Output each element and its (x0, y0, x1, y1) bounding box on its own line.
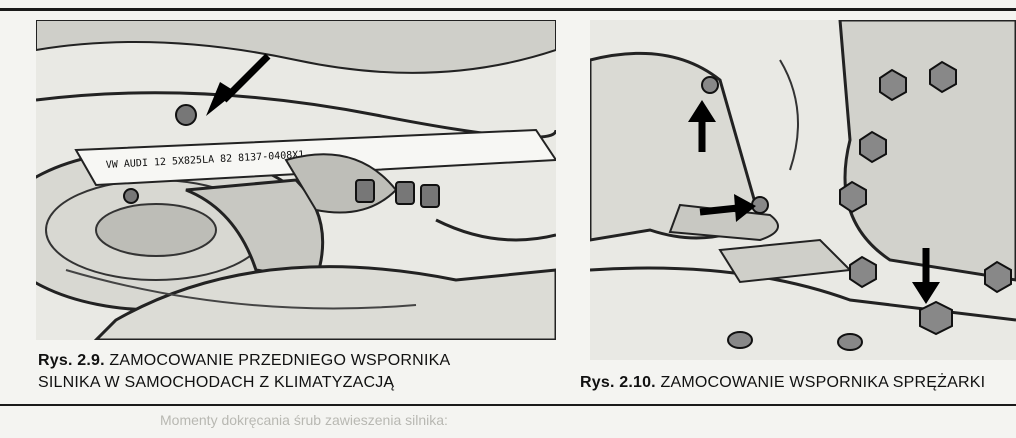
figure-2-9-caption: Rys. 2.9. ZAMOCOWANIE PRZEDNIEGO WSPORNI… (38, 350, 450, 394)
bleed-through-text: Momenty dokręcania śrub zawieszenia siln… (160, 412, 448, 428)
top-rule (0, 8, 1016, 11)
figure-2-10-caption: Rys. 2.10. ZAMOCOWANIE WSPORNIKA SPRĘŻAR… (580, 372, 985, 394)
arrow-down-left-icon (206, 53, 271, 116)
figure-2-9-label: Rys. 2.9. (38, 352, 105, 369)
arrow-right-icon (699, 194, 756, 222)
figure-2-9-caption-line1: ZAMOCOWANIE PRZEDNIEGO WSPORNIKA (109, 352, 451, 369)
figure-2-10-label: Rys. 2.10. (580, 374, 656, 391)
bottom-rule (0, 404, 1016, 406)
figure-2-9-photo: VW AUDI 12 5X825LA 82 8137-0408X1 (36, 20, 556, 340)
arrow-up-icon (688, 100, 716, 152)
figure-2-10-caption-text: ZAMOCOWANIE WSPORNIKA SPRĘŻARKI (660, 374, 986, 391)
engine-mount-illustration: VW AUDI 12 5X825LA 82 8137-0408X1 (36, 20, 556, 340)
figure-2-10-photo (590, 20, 1016, 360)
compressor-bracket-illustration (590, 20, 1016, 351)
arrow-down-icon (912, 248, 940, 304)
figure-2-9-caption-line2: SILNIKA W SAMOCHODACH Z KLIMATYZACJĄ (38, 374, 395, 391)
